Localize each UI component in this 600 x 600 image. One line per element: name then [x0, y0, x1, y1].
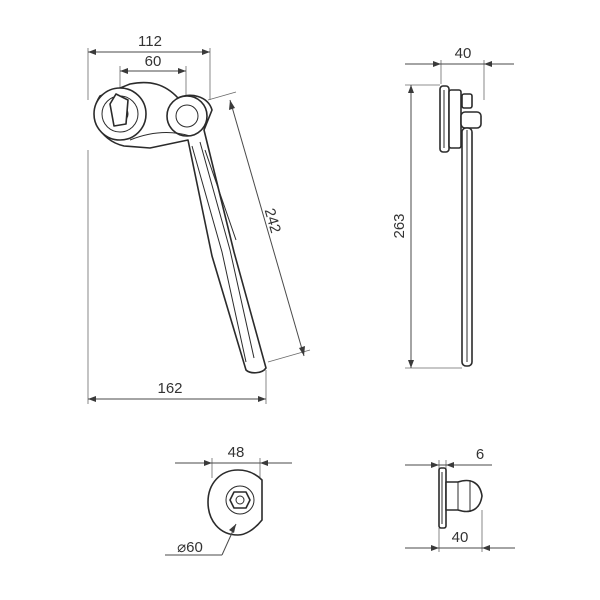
dimension-diameter-60: ⌀60 [165, 523, 237, 556]
handle-drawing [93, 81, 267, 374]
knob-drawing [438, 467, 483, 529]
side-view-drawing [439, 85, 482, 367]
dimension-6: 6 [405, 446, 492, 478]
dimension-40-top: 40 [405, 45, 514, 100]
dimension-diameter-60-label: ⌀60 [177, 539, 203, 556]
dimension-40-bottom: 40 [405, 510, 515, 552]
dimension-263-label: 263 [391, 213, 408, 238]
dimension-162-label: 162 [157, 380, 182, 397]
dimension-242-label: 242 [261, 206, 284, 235]
dimension-6-label: 6 [476, 446, 484, 463]
rosette-drawing [207, 469, 263, 536]
dimension-162: 162 [87, 150, 267, 404]
dimension-263: 263 [391, 84, 462, 369]
knob-view: 6 40 [405, 446, 515, 552]
dimension-60: 60 [119, 53, 187, 95]
dimension-48-label: 48 [228, 444, 245, 461]
dimension-112: 112 [87, 33, 211, 100]
dimension-48: 48 [175, 444, 292, 478]
dimension-242: 242 [207, 91, 311, 363]
dimension-60-label: 60 [145, 53, 162, 70]
dimension-40-bottom-label: 40 [452, 529, 469, 546]
side-view: 40 263 [391, 45, 514, 369]
dimension-40-top-label: 40 [455, 45, 472, 62]
front-view: 112 60 162 242 [87, 33, 311, 404]
base-view: 48 ⌀60 [165, 444, 292, 556]
dimension-112-label: 112 [138, 33, 162, 50]
